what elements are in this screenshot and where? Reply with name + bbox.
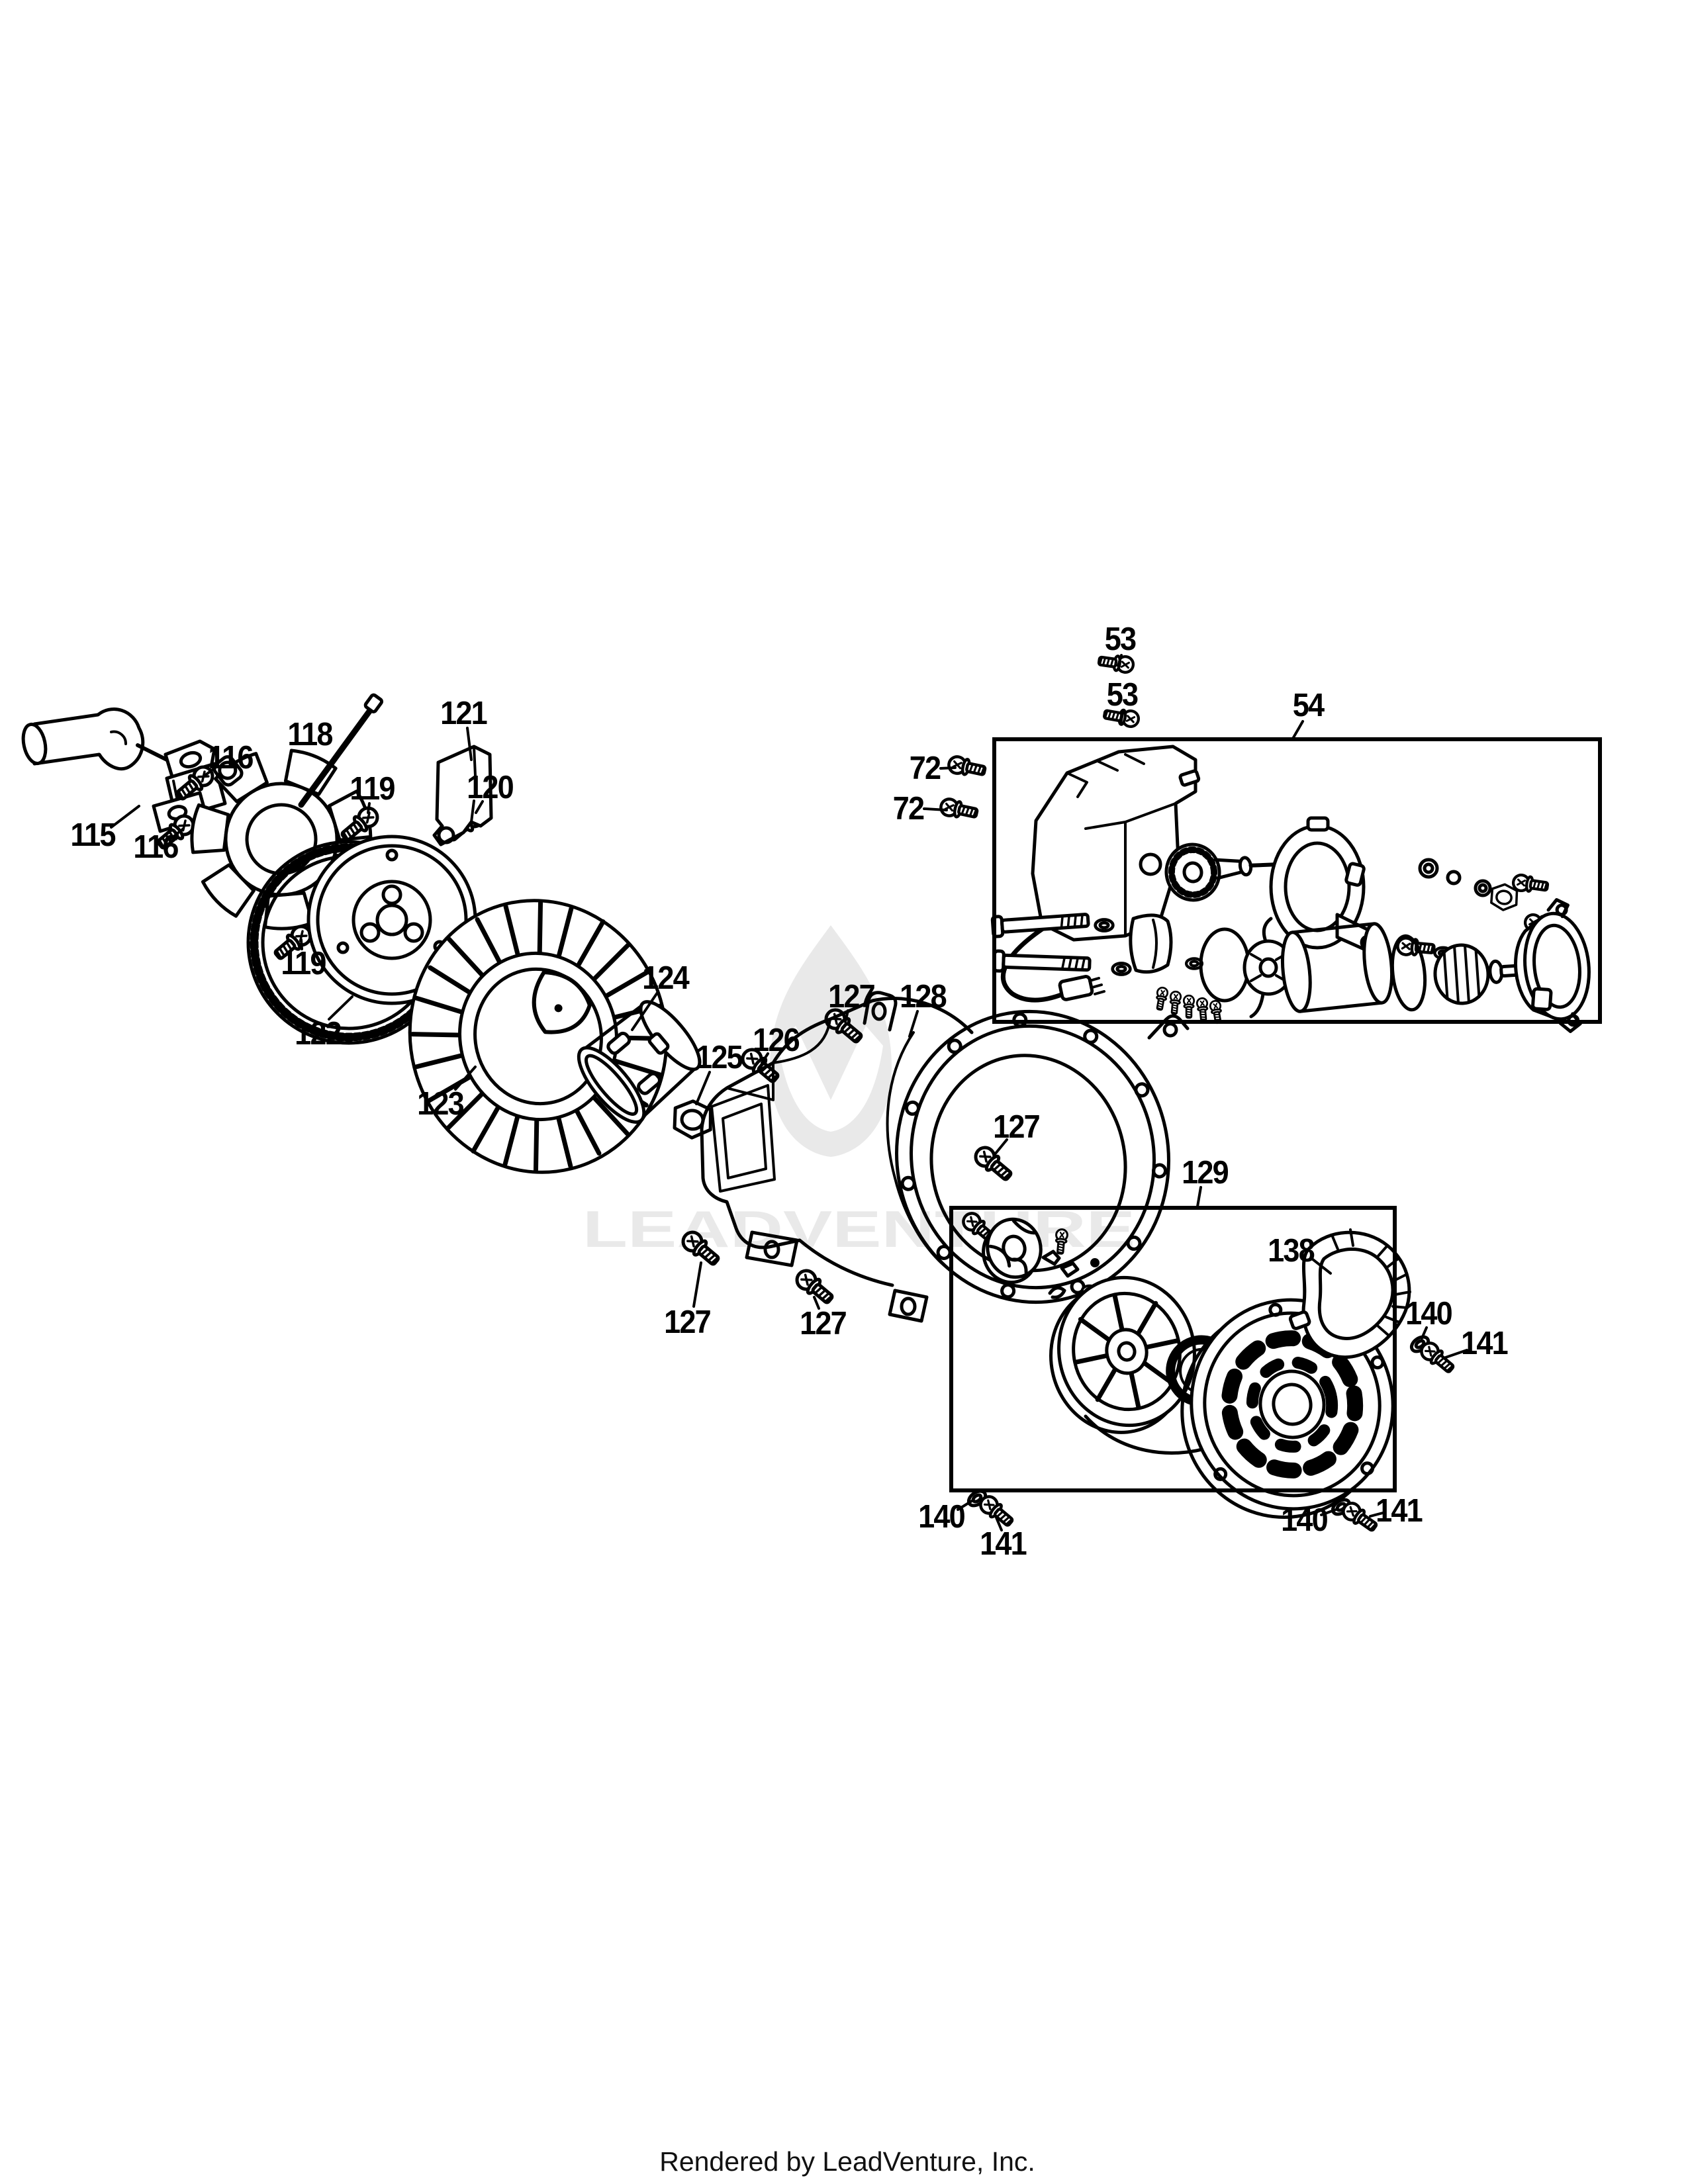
leadventure-flame-watermark bbox=[770, 925, 892, 1157]
callout-128: 128 bbox=[900, 979, 947, 1015]
callout-124: 124 bbox=[642, 960, 690, 996]
leader-line-53 bbox=[1117, 654, 1123, 667]
callout-141: 141 bbox=[980, 1526, 1027, 1562]
leader-line-121 bbox=[466, 727, 473, 761]
callout-119: 119 bbox=[350, 771, 395, 807]
leader-line-127 bbox=[844, 1009, 849, 1023]
leader-line-140 bbox=[1421, 1326, 1428, 1340]
leader-line-120 bbox=[475, 800, 484, 814]
leader-line-119 bbox=[300, 938, 303, 950]
leader-line-119 bbox=[367, 802, 371, 814]
bracket-121 bbox=[432, 745, 493, 846]
leader-line-127 bbox=[994, 1138, 1008, 1156]
leader-line-129 bbox=[1196, 1186, 1202, 1208]
callout-54: 54 bbox=[1292, 688, 1325, 723]
leader-line-140 bbox=[957, 1500, 973, 1511]
callout-126: 126 bbox=[753, 1023, 800, 1058]
leader-line-53 bbox=[1119, 709, 1125, 724]
callout-141: 141 bbox=[1461, 1326, 1509, 1361]
leader-line-72 bbox=[923, 807, 948, 811]
callout-121: 121 bbox=[440, 696, 488, 731]
ignition-coil-115 bbox=[21, 707, 227, 833]
callout-125: 125 bbox=[696, 1040, 743, 1075]
leader-line-124 bbox=[631, 991, 659, 1031]
callout-127: 127 bbox=[828, 979, 876, 1015]
leader-line-141 bbox=[1444, 1349, 1468, 1359]
callout-127: 127 bbox=[993, 1109, 1041, 1145]
callout-53: 53 bbox=[1106, 677, 1139, 713]
rod-118 bbox=[298, 693, 384, 808]
footer-credit: Rendered by LeadVenture, Inc. bbox=[659, 2146, 1035, 2177]
fan-flywheel-123 bbox=[348, 842, 729, 1231]
callout-140: 140 bbox=[1281, 1502, 1329, 1538]
leader-line-116 bbox=[169, 827, 185, 841]
starter-cup-124 bbox=[577, 1000, 702, 1124]
blower-housing-128 bbox=[700, 991, 1190, 1323]
callout-141: 141 bbox=[1376, 1493, 1423, 1529]
callout-123: 123 bbox=[417, 1086, 465, 1122]
callout-116: 116 bbox=[208, 740, 254, 776]
callout-127: 127 bbox=[800, 1306, 847, 1342]
leader-line-126 bbox=[761, 1052, 769, 1064]
callout-127: 127 bbox=[664, 1304, 712, 1340]
callout-122: 122 bbox=[295, 1016, 342, 1052]
recoil-starter-box bbox=[949, 1206, 1397, 1492]
leader-line-125 bbox=[695, 1071, 711, 1105]
leader-line-122 bbox=[328, 995, 353, 1021]
leader-line-127 bbox=[813, 1296, 820, 1310]
callout-115: 115 bbox=[70, 817, 116, 853]
leader-line-123 bbox=[454, 1066, 477, 1091]
leader-line-140 bbox=[1320, 1508, 1337, 1516]
leader-line-54 bbox=[1291, 720, 1304, 740]
electric-starter-box bbox=[992, 737, 1602, 1024]
callout-116: 116 bbox=[133, 829, 179, 865]
callout-72: 72 bbox=[892, 791, 925, 827]
leader-line-128 bbox=[908, 1010, 919, 1038]
electric-starter-54 bbox=[992, 745, 1591, 1033]
callout-138: 138 bbox=[1268, 1233, 1315, 1269]
callout-140: 140 bbox=[918, 1499, 966, 1535]
callout-120: 120 bbox=[467, 770, 514, 805]
leader-line-141 bbox=[1369, 1512, 1384, 1518]
callout-129: 129 bbox=[1182, 1155, 1229, 1191]
recoil-starter-129 bbox=[960, 1210, 1411, 1519]
leader-line-141 bbox=[995, 1516, 1003, 1531]
leader-line-115 bbox=[110, 805, 140, 829]
callout-53: 53 bbox=[1104, 621, 1137, 657]
leader-line-127 bbox=[692, 1261, 702, 1308]
callout-140: 140 bbox=[1405, 1296, 1453, 1332]
leader-line-116 bbox=[203, 765, 218, 777]
callout-119: 119 bbox=[281, 946, 326, 981]
callout-118: 118 bbox=[287, 717, 333, 752]
leader-line-138 bbox=[1311, 1257, 1332, 1275]
callout-72: 72 bbox=[909, 751, 941, 786]
